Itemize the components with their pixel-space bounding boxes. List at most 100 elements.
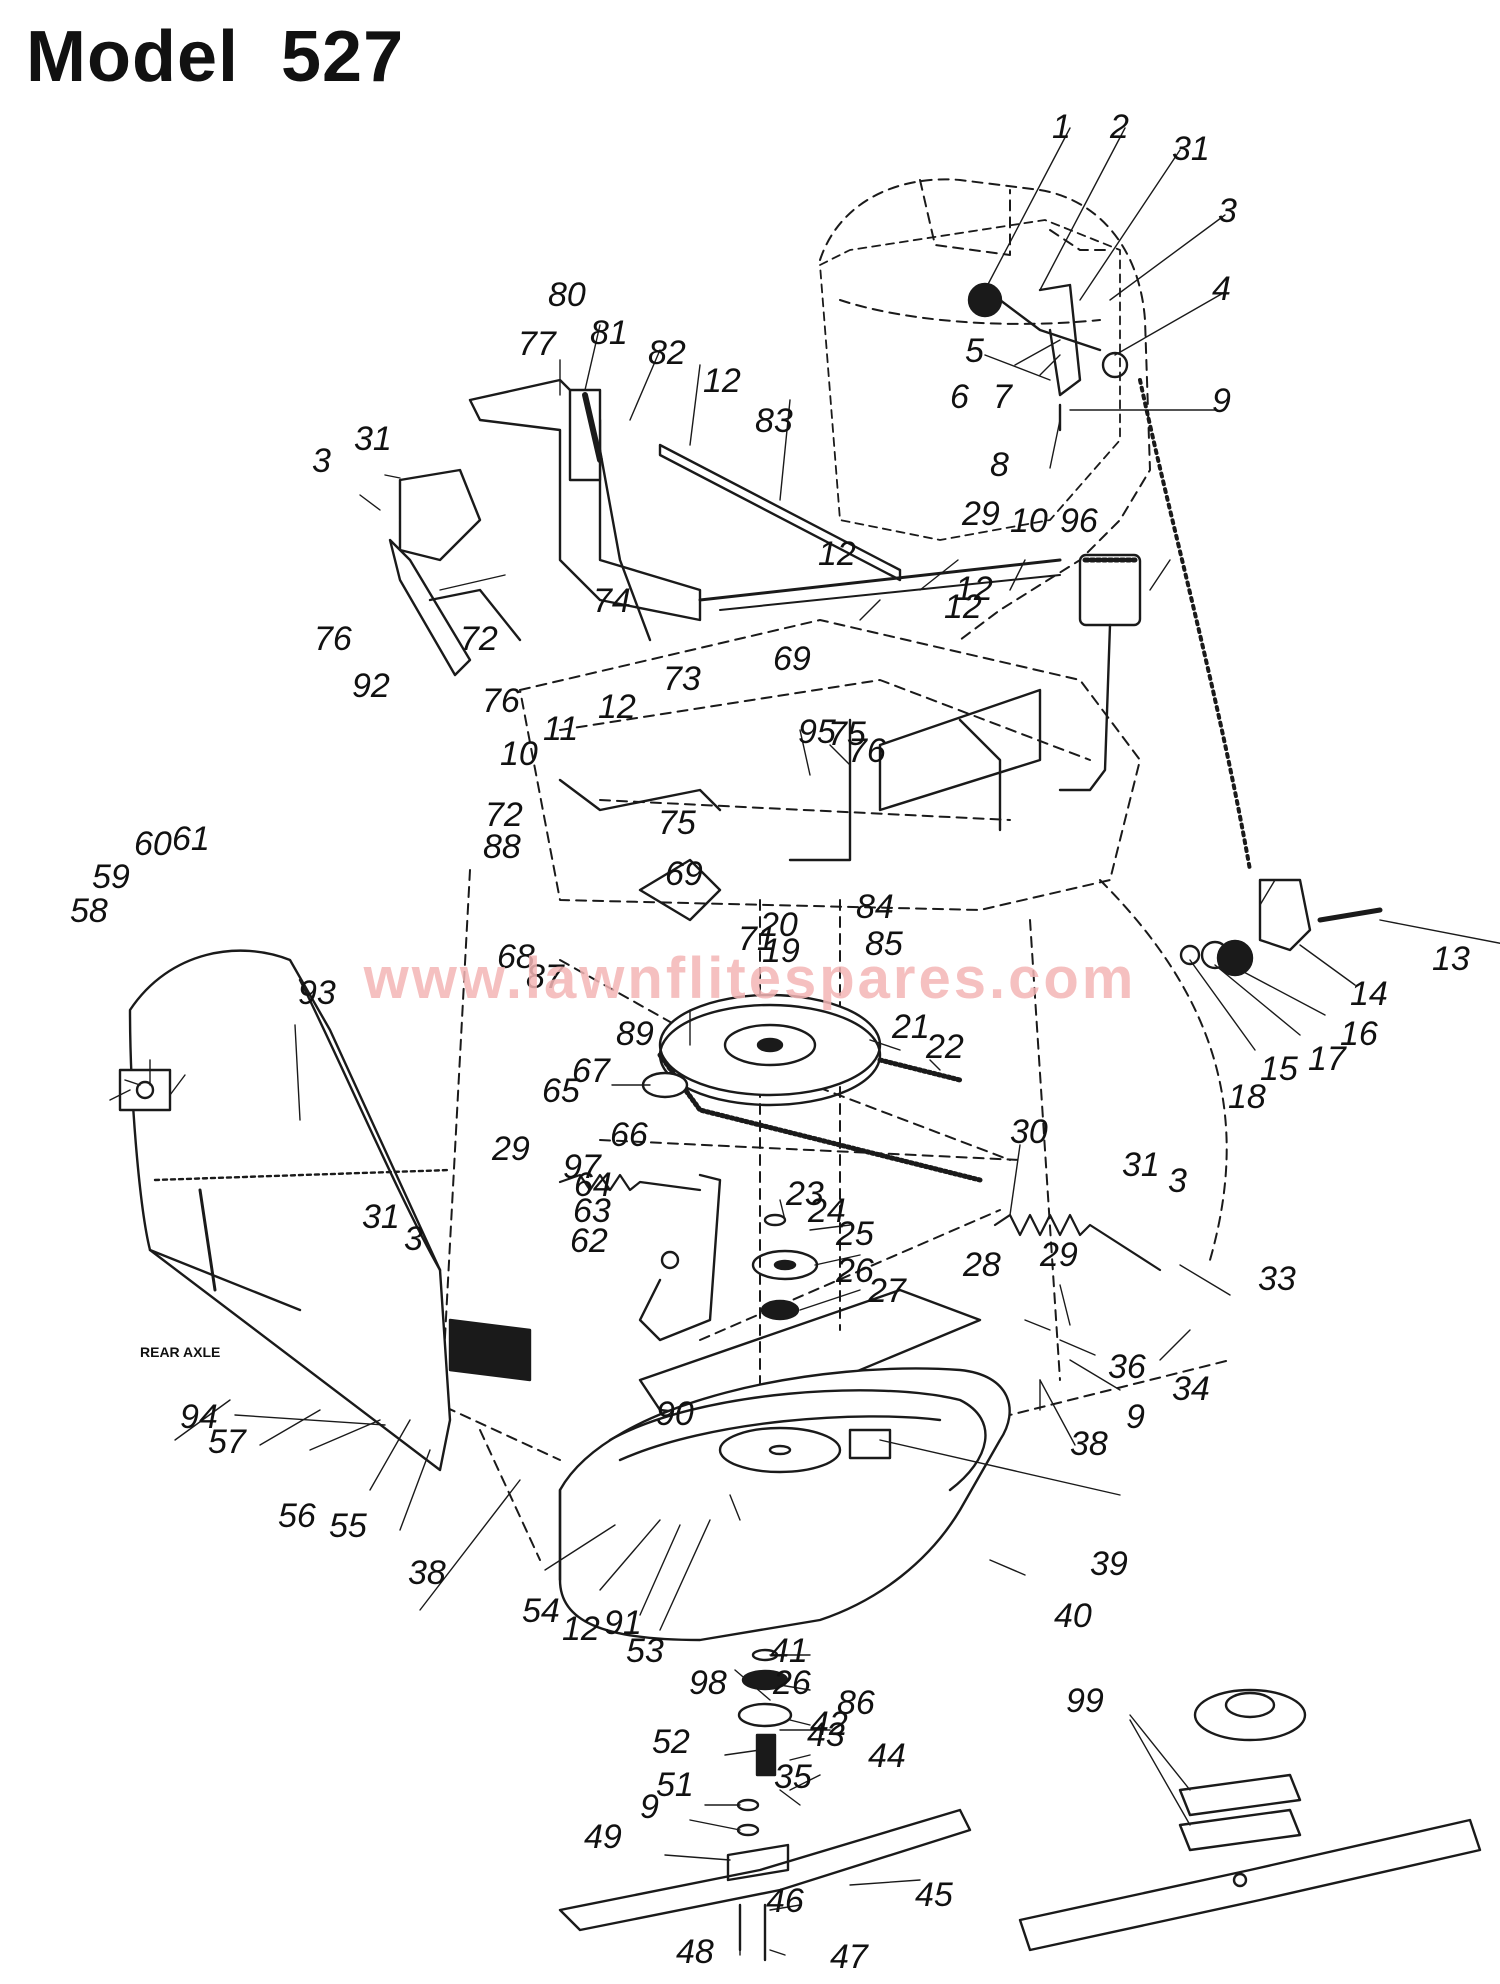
part-callout-66: 66 — [610, 1116, 648, 1154]
part-callout-69: 69 — [665, 855, 703, 893]
link-arms — [388, 538, 722, 922]
part-callout-24: 24 — [807, 1192, 846, 1230]
part-callout-12: 12 — [944, 588, 982, 626]
part-callout-57: 57 — [208, 1423, 247, 1461]
part-callout-92: 92 — [352, 667, 390, 705]
watermark: www.lawnflitespares.com — [363, 946, 1137, 1011]
part-callout-60: 60 — [134, 825, 172, 863]
part-callout-99: 99 — [1066, 1682, 1104, 1720]
part-callout-40: 40 — [1054, 1597, 1092, 1635]
part-callout-61: 61 — [172, 820, 210, 858]
part-callout-63: 63 — [573, 1192, 611, 1230]
part-callout-83: 83 — [755, 402, 793, 440]
part-callout-94: 94 — [180, 1398, 218, 1436]
part-callout-41: 41 — [770, 1632, 808, 1670]
part-callout-22: 22 — [925, 1028, 964, 1066]
part-callout-93: 93 — [298, 974, 336, 1012]
part-callout-16: 16 — [1340, 1015, 1378, 1053]
part-callout-68: 68 — [497, 938, 535, 976]
part-callout-45: 45 — [915, 1876, 953, 1914]
part-callout-28: 28 — [962, 1246, 1001, 1284]
part-callout-12: 12 — [598, 688, 636, 726]
seat-outline — [429, 178, 1231, 1561]
part-callout-3: 3 — [312, 442, 331, 480]
part-callout-10: 10 — [1010, 502, 1048, 540]
part-callout-53: 53 — [626, 1632, 664, 1670]
part-callout-35: 35 — [774, 1758, 812, 1796]
part-callout-73: 73 — [663, 660, 701, 698]
part-callout-31: 31 — [354, 420, 392, 458]
part-callout-97: 97 — [563, 1148, 602, 1186]
part-callout-44: 44 — [868, 1737, 906, 1775]
part-callout-62: 62 — [570, 1222, 608, 1260]
part-callout-72: 72 — [460, 620, 498, 658]
part-callout-27: 27 — [867, 1272, 907, 1310]
part-callout-39: 39 — [1090, 1545, 1128, 1583]
part-callout-75: 75 — [828, 715, 866, 753]
part-callout-98: 98 — [689, 1664, 727, 1702]
part-callout-72: 72 — [485, 796, 523, 834]
part-callout-65: 65 — [542, 1072, 580, 1110]
idler-arm — [638, 1173, 722, 1342]
part-callout-19: 19 — [762, 932, 800, 970]
part-callout-13: 13 — [1432, 940, 1470, 978]
part-callout-8: 8 — [990, 446, 1009, 484]
idler-bracket-right — [1179, 878, 1383, 977]
part-callout-86: 86 — [837, 1684, 875, 1722]
part-callout-82: 82 — [648, 334, 686, 372]
part-callout-18: 18 — [1228, 1078, 1266, 1116]
part-callout-2: 2 — [1109, 108, 1129, 146]
part-callout-54: 54 — [522, 1592, 560, 1630]
part-callout-9: 9 — [1212, 382, 1231, 420]
part-callout-95: 95 — [798, 713, 836, 751]
blade-adapter-inset — [1018, 1688, 1482, 1952]
spindle-stack — [558, 1648, 972, 1962]
rear-guard — [118, 949, 532, 1472]
part-callout-6: 6 — [950, 378, 969, 416]
seat-back — [819, 219, 1121, 541]
part-callout-12: 12 — [562, 1610, 600, 1648]
part-callout-20: 20 — [759, 906, 798, 944]
part-callout-56: 56 — [278, 1497, 316, 1535]
part-callout-51: 51 — [656, 1766, 694, 1804]
part-callout-5: 5 — [965, 332, 984, 370]
part-callout-88: 88 — [483, 828, 521, 866]
part-callout-3: 3 — [1168, 1162, 1187, 1200]
lever-cluster — [967, 282, 1252, 872]
part-callout-67: 67 — [572, 1052, 611, 1090]
part-callout-11: 11 — [543, 710, 578, 748]
part-callout-29: 29 — [1039, 1236, 1078, 1274]
part-callout-81: 81 — [590, 314, 628, 352]
part-callout-29: 29 — [491, 1130, 530, 1168]
part-callout-89: 89 — [616, 1015, 654, 1053]
part-callout-23: 23 — [785, 1175, 824, 1213]
part-callout-33: 33 — [1258, 1260, 1296, 1298]
part-callout-7: 7 — [993, 378, 1013, 416]
part-callout-64: 64 — [574, 1166, 612, 1204]
part-callout-76: 76 — [482, 682, 520, 720]
part-callout-36: 36 — [1108, 1348, 1146, 1386]
part-callout-31: 31 — [1122, 1146, 1160, 1184]
part-callout-12: 12 — [955, 570, 993, 608]
part-callout-12: 12 — [818, 535, 856, 573]
part-callout-1: 1 — [1052, 108, 1071, 146]
part-callout-30: 30 — [1010, 1113, 1048, 1151]
part-callout-91: 91 — [604, 1604, 642, 1642]
part-callout-90: 90 — [656, 1395, 694, 1433]
part-callout-80: 80 — [548, 276, 586, 314]
part-callout-34: 34 — [1172, 1370, 1210, 1408]
part-callout-84: 84 — [856, 888, 894, 926]
part-callout-17: 17 — [1308, 1040, 1347, 1078]
part-callout-87: 87 — [526, 958, 565, 996]
part-callout-9: 9 — [1126, 1398, 1145, 1436]
part-callout-21: 21 — [891, 1008, 930, 1046]
page-title: Model 527 — [26, 17, 405, 97]
part-callout-29: 29 — [961, 495, 1000, 533]
part-callout-69: 69 — [773, 640, 811, 678]
part-callout-42: 42 — [810, 1705, 848, 1743]
part-callout-96: 96 — [1060, 502, 1098, 540]
part-callout-74: 74 — [593, 582, 631, 620]
